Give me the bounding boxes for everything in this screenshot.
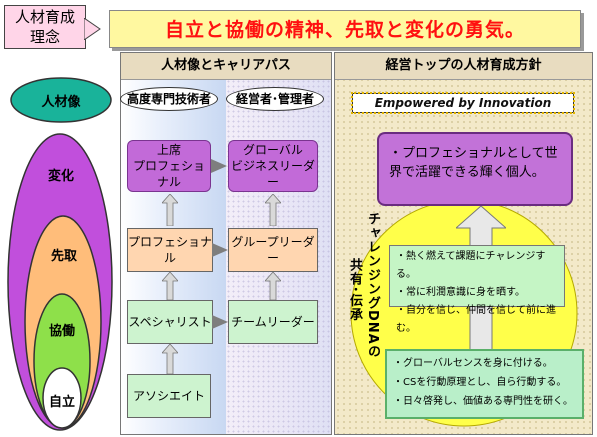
foundation-list: ・グローバルセンスを身に付ける。 ・CSを行動原理とし、自ら行動する。 ・日々啓… <box>385 349 584 419</box>
arrow-up-icon <box>162 272 178 300</box>
slogan-text: Empowered by Innovation <box>374 96 552 110</box>
track-header-manager: 経営者･管理者 <box>226 87 324 111</box>
dna-label-2: 共有･伝承 <box>347 258 362 322</box>
step-global-business-leader: グローバル ビジネスリーダー <box>228 140 318 192</box>
step-associate: アソシエイト <box>127 374 211 418</box>
step-professional: プロフェショナル <box>127 228 213 272</box>
challenge-item: ・熱く燃えて課題にチャレンジする。 <box>396 251 546 280</box>
layer-label-jiritsu: 自立 <box>48 395 75 410</box>
arrow-right-icon <box>212 243 228 257</box>
layer-label-jinzaizo: 人材像 <box>41 95 81 110</box>
arrow-up-icon <box>162 344 178 374</box>
ideal-person-box: ・プロフェショナルとして世界で活躍できる輝く個人。 <box>377 132 573 206</box>
arrow-up-icon <box>162 194 178 226</box>
challenge-item: ・自分を信じ、仲間を信じて前に進む。 <box>396 305 556 334</box>
step-senior-professional: 上席 プロフェショナル <box>127 140 211 192</box>
philosophy-label-text: 人材育成 理念 <box>14 8 75 46</box>
layer-label-kyodo: 協働 <box>48 324 75 339</box>
philosophy-label: 人材育成 理念 <box>4 5 86 49</box>
layer-label-henka: 変化 <box>47 169 74 184</box>
track-header-specialist: 高度専門技術者 <box>120 87 218 111</box>
layer-label-sendori: 先取 <box>50 249 77 264</box>
foundation-item: ・グローバルセンスを身に付ける。 <box>393 358 553 369</box>
step-team-leader: チームリーダー <box>228 300 318 344</box>
philosophy-arrow-icon <box>84 18 101 40</box>
layer-jinzaizo-oval <box>10 77 112 123</box>
challenge-list: ・熱く燃えて課題にチャレンジする。 ・常に利潤意識に身を晒す。 ・自分を信じ、仲… <box>389 245 565 334</box>
foundation-item: ・CSを行動原理とし、自ら行動する。 <box>393 377 567 388</box>
policy-panel-title: 経営トップの人材育成方針 <box>335 53 592 80</box>
foundation-item: ・日々啓発し、価値ある専門性を研く。 <box>393 396 573 407</box>
arrow-up-icon <box>265 194 281 226</box>
challenge-item: ・常に利潤意識に身を晒す。 <box>396 287 525 298</box>
slogan-banner: Empowered by Innovation <box>351 92 575 114</box>
arrow-right-icon <box>212 315 228 329</box>
arrow-up-icon <box>265 272 281 300</box>
arrow-right-icon <box>211 159 227 173</box>
layer-jiritsu-oval <box>42 367 82 429</box>
step-group-leader: グループリーダー <box>228 228 318 272</box>
step-specialist: スペシャリスト <box>127 300 213 344</box>
dna-label-1: チャレンジングDNAの <box>365 212 380 359</box>
motto-banner: 自立と協働の精神、先取と変化の勇気。 <box>109 10 581 48</box>
talent-layers-diagram <box>7 77 113 431</box>
career-panel-title: 人材像とキャリアパス <box>121 53 331 80</box>
